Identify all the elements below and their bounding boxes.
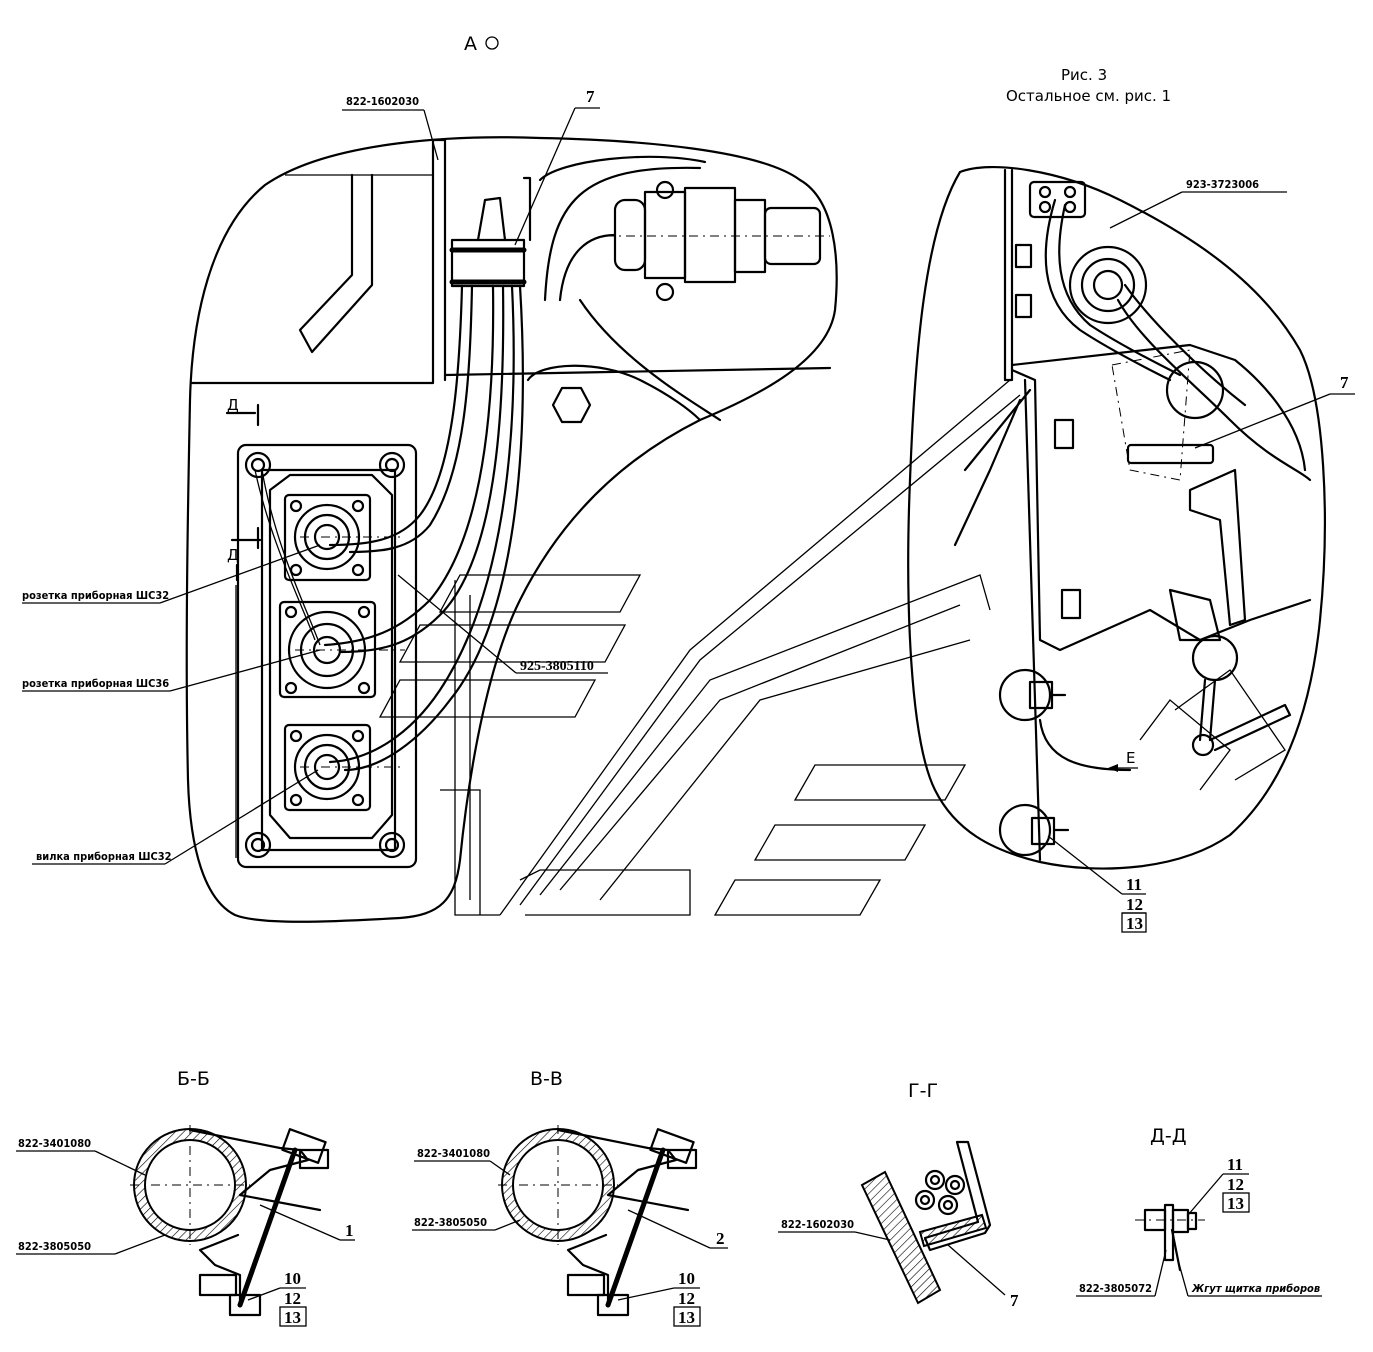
label-925-3805110: 925-3805110 — [520, 659, 594, 674]
cable-1 — [328, 284, 464, 547]
label-pos-12-b: 12 — [284, 1289, 301, 1308]
label-socket-sh36: розетка приборная ШС36 — [22, 677, 169, 690]
label-822-1602030-g: 822-1602030 — [781, 1218, 854, 1231]
view-e-label: Е — [1126, 749, 1135, 767]
label-pos-13-v: 13 — [678, 1308, 695, 1327]
bracket-plate — [190, 138, 447, 385]
section-mark-top: Д — [227, 396, 239, 414]
label-822-3805050-b: 822-3805050 — [18, 1240, 91, 1253]
label-923-3723006: 923-3723006 — [1186, 178, 1259, 191]
hex-nut — [551, 386, 592, 424]
panel-screws — [244, 451, 406, 859]
section-b: Б-Б 822-3401080 822-3805050 1 10 12 13 — [16, 1068, 355, 1327]
label-pos-11-fig3: 11 — [1126, 875, 1142, 894]
bolt-upper — [998, 668, 1067, 722]
label-pos-13-fig3: 13 — [1126, 914, 1143, 933]
label-pos-12-v: 12 — [678, 1289, 695, 1308]
label-822-3401080-b: 822-3401080 — [18, 1137, 91, 1150]
label-pos-1: 1 — [345, 1221, 354, 1240]
figure-3-outline — [907, 165, 1326, 870]
bolt-lower — [998, 803, 1070, 857]
grommet — [1068, 245, 1148, 325]
section-g: Г-Г 822-1602030 7 — [778, 1080, 1019, 1310]
section-v: В-В 822-3401080 822-3805050 2 10 12 13 — [412, 1068, 728, 1327]
view-a-outline — [185, 136, 838, 923]
terminal-block — [1028, 180, 1087, 219]
figure-caption: Рис. 3 — [1061, 66, 1107, 84]
cable-2 — [323, 284, 495, 647]
label-pos-7-g: 7 — [1010, 1291, 1019, 1310]
label-pos-10-b: 10 — [284, 1269, 301, 1288]
panel-g — [860, 1170, 942, 1305]
label-822-3805072: 822-3805072 — [1079, 1282, 1152, 1295]
label-pos-13-b: 13 — [284, 1308, 301, 1327]
section-g-title: Г-Г — [908, 1080, 938, 1102]
label-pos-2: 2 — [716, 1229, 725, 1248]
view-a: А — [22, 33, 1021, 923]
cable-clamp — [450, 238, 526, 288]
rotation-icon — [485, 36, 499, 50]
label-822-3805050-v: 822-3805050 — [414, 1216, 487, 1229]
label-pos-13-d: 13 — [1227, 1194, 1244, 1213]
figure-3: Рис. 3 Остальное см. рис. 1 — [907, 66, 1355, 933]
label-822-3401080-v: 822-3401080 — [417, 1147, 490, 1160]
label-pos-12-fig3: 12 — [1126, 895, 1143, 914]
label-pos-12-d: 12 — [1227, 1175, 1244, 1194]
section-d: Д-Д 11 12 13 822-3805072 Жгут щитка приб… — [1076, 1125, 1322, 1297]
label-pos-11-d: 11 — [1227, 1155, 1243, 1174]
label-822-1602030: 822-1602030 — [346, 95, 419, 108]
label-pos-7-right: 7 — [1340, 373, 1349, 392]
clamp-7 — [1126, 443, 1215, 465]
label-pos-10-v: 10 — [678, 1269, 695, 1288]
label-harness: Жгут щитка приборов — [1191, 1282, 1320, 1295]
decal-stripes — [378, 379, 1021, 916]
label-socket-sh32: розетка приборная ШС32 — [22, 589, 169, 602]
connector-panel — [236, 443, 418, 869]
bracket-arm — [298, 173, 374, 354]
section-d-title: Д-Д — [1150, 1125, 1187, 1147]
view-a-title: А — [464, 33, 477, 55]
label-plug-sh32: вилка приборная ШС32 — [36, 850, 172, 863]
section-mark-bottom: Д — [227, 546, 239, 564]
section-v-title: В-В — [530, 1068, 563, 1090]
figure-note: Остальное см. рис. 1 — [1006, 87, 1171, 105]
section-b-title: Б-Б — [177, 1068, 210, 1090]
connector-body — [613, 198, 647, 272]
cable-3 — [328, 284, 515, 764]
label-pos-7-top: 7 — [586, 87, 595, 106]
